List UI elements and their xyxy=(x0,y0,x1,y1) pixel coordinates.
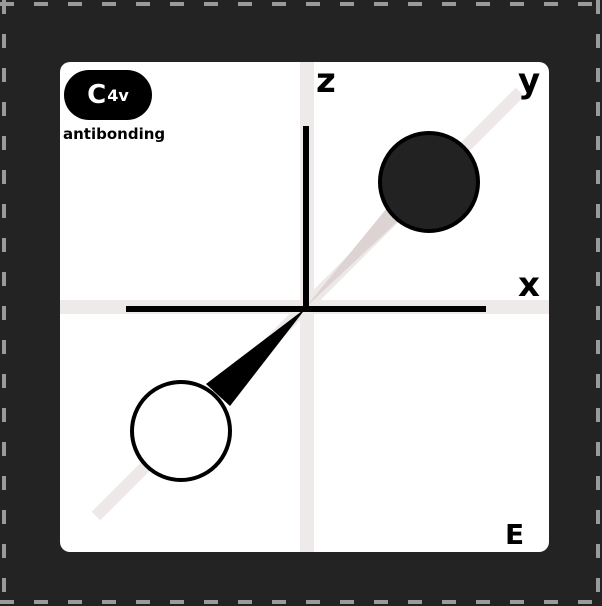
bond-character-label: antibonding xyxy=(63,125,165,143)
point-group-subscript: 4v xyxy=(107,86,129,105)
empty-lobe-wedge xyxy=(206,308,306,406)
point-group-symbol: C xyxy=(87,80,106,110)
empty-lobe xyxy=(132,382,230,480)
x-axis-label: x xyxy=(518,268,540,302)
filled-lobe xyxy=(380,133,478,231)
y-axis-label: y xyxy=(518,64,540,98)
z-axis-label: z xyxy=(316,64,336,98)
energy-label: E xyxy=(505,518,524,551)
